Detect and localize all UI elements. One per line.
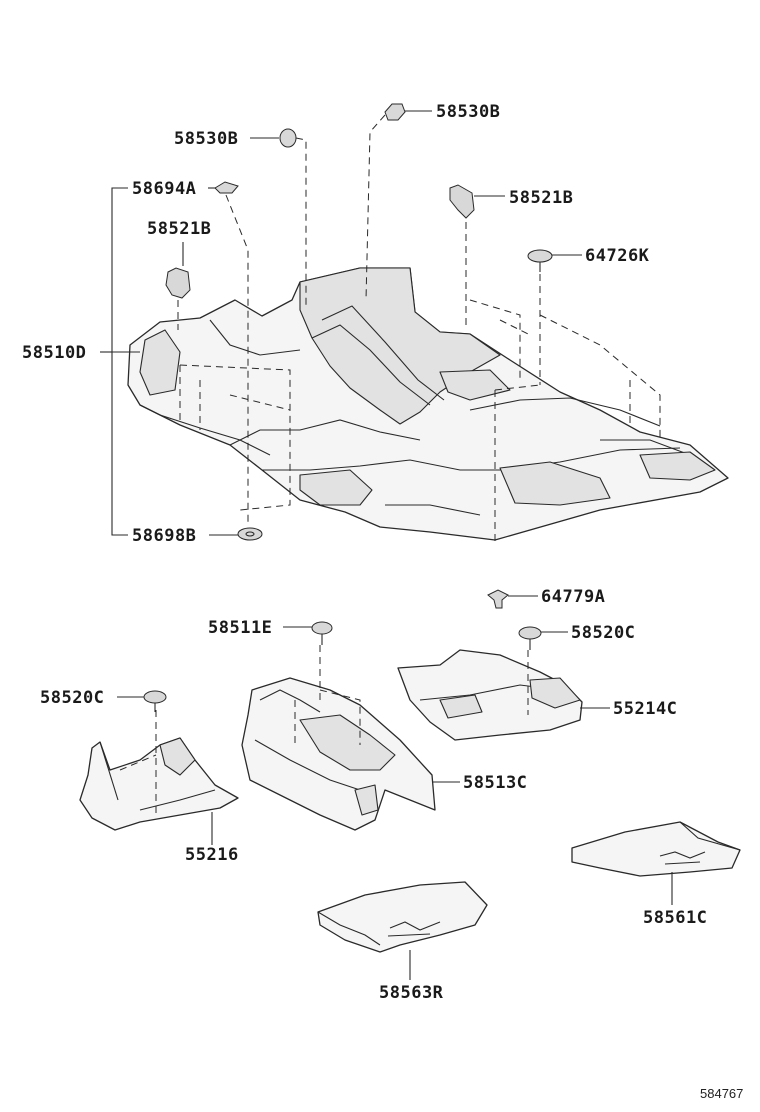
floor-dashed-hole-outlines	[179, 299, 661, 545]
clip-58694A	[208, 181, 249, 525]
clip-58530B-left	[250, 128, 307, 305]
diagram-reference-number: 584767	[700, 1086, 743, 1101]
clip-58530B-top	[365, 103, 432, 301]
clip-58521B-left	[165, 242, 191, 330]
clip-58520C-right	[518, 626, 568, 650]
label-58511E: 58511E	[208, 618, 272, 638]
clip-58698B	[209, 527, 263, 541]
label-58510D: 58510D	[22, 343, 86, 363]
mat-58563R	[317, 881, 488, 980]
tunnel-carpet-58513C	[241, 645, 460, 831]
label-64726K: 64726K	[585, 246, 650, 266]
side-pad-55216	[79, 710, 239, 845]
label-58563R: 58563R	[379, 983, 444, 1003]
label-58530B-top: 58530B	[436, 102, 500, 122]
label-58530B-left: 58530B	[174, 129, 238, 149]
label-58513C: 58513C	[463, 773, 527, 793]
label-55216: 55216	[185, 845, 239, 865]
label-58520C-right: 58520C	[571, 623, 635, 643]
label-58520C-left: 58520C	[40, 688, 104, 708]
clip-58511E	[283, 621, 333, 645]
label-55214C: 55214C	[613, 699, 677, 719]
label-58521B-left: 58521B	[147, 219, 211, 239]
footrest-pad-55214C	[397, 649, 610, 741]
clip-58520C-left	[117, 690, 167, 712]
clip-64726K	[527, 249, 582, 385]
label-64779A: 64779A	[541, 587, 605, 607]
clip-58521B-right	[449, 184, 505, 325]
rear-mat-58561C	[571, 821, 741, 905]
label-58521B-right: 58521B	[509, 188, 573, 208]
label-58694A: 58694A	[132, 179, 196, 199]
clip-64779A	[487, 589, 538, 609]
label-58561C: 58561C	[643, 908, 707, 928]
group-bracket-58510D	[100, 187, 140, 536]
label-58698B: 58698B	[132, 526, 196, 546]
floor-carpet-assembly	[127, 267, 729, 541]
